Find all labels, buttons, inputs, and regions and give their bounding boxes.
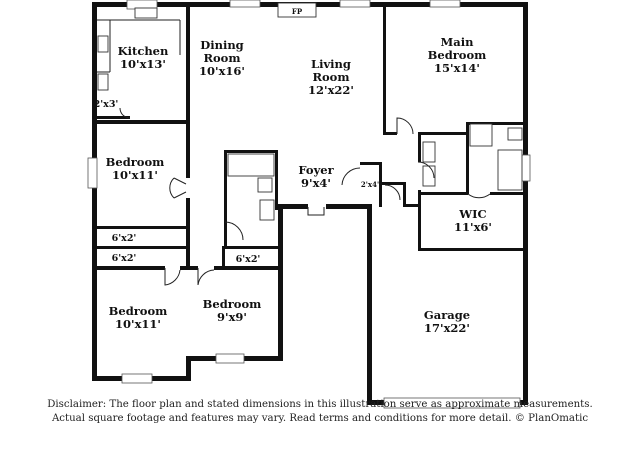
room-labels: Kitchen 10'x13' Dining Room 10'x16' Livi… [106,35,492,335]
bedroom-2-dims: 10'x11' [115,317,161,331]
garage-dims: 17'x22' [424,321,470,335]
closet-3-label: 6'x2' [236,254,261,265]
kitchen-fixtures [97,7,181,119]
pantry-label: 2'x3' [94,99,119,110]
dining-name-2: Room [203,51,240,65]
dining-dims: 10'x16' [199,64,245,78]
living-dims: 12'x22' [308,83,354,97]
dining-name-1: Dining [200,38,243,52]
main-bedroom-name-1: Main [441,35,475,49]
bedroom-3-name: Bedroom [203,297,262,311]
windows [87,0,531,409]
closet-4-label: 2'x4' [361,180,379,189]
fireplace-label: FP [292,7,303,16]
disclaimer-line-1: Disclaimer: The floor plan and stated di… [47,399,593,410]
closet-labels: 2'x3' 6'x2' 6'x2' 6'x2' 2'x4' [94,99,379,265]
disclaimer-line-2: Actual square footage and features may v… [51,413,589,424]
interior-walls [95,5,526,270]
closet-1-label: 6'x2' [112,233,137,244]
fireplace: FP [277,2,317,18]
kitchen-dims: 10'x13' [120,57,166,71]
foyer-name: Foyer [298,163,334,177]
living-name-1: Living [311,57,351,71]
closet-2-label: 6'x2' [112,253,137,264]
bedroom-1-name: Bedroom [106,155,165,169]
kitchen-name: Kitchen [118,44,169,58]
main-bedroom-dims: 15'x14' [434,61,480,75]
garage-name: Garage [424,308,470,322]
doors [164,117,491,286]
bedroom-3-dims: 9'x9' [217,310,247,324]
wic-name: WIC [458,207,486,221]
main-bedroom-name-2: Bedroom [428,48,487,62]
bedroom-2-name: Bedroom [109,304,168,318]
foyer-dims: 9'x4' [301,176,331,190]
living-name-2: Room [312,70,349,84]
hall-bath-fixtures [224,153,275,241]
bedroom-1-dims: 10'x11' [112,168,158,182]
wic-dims: 11'x6' [454,220,492,234]
